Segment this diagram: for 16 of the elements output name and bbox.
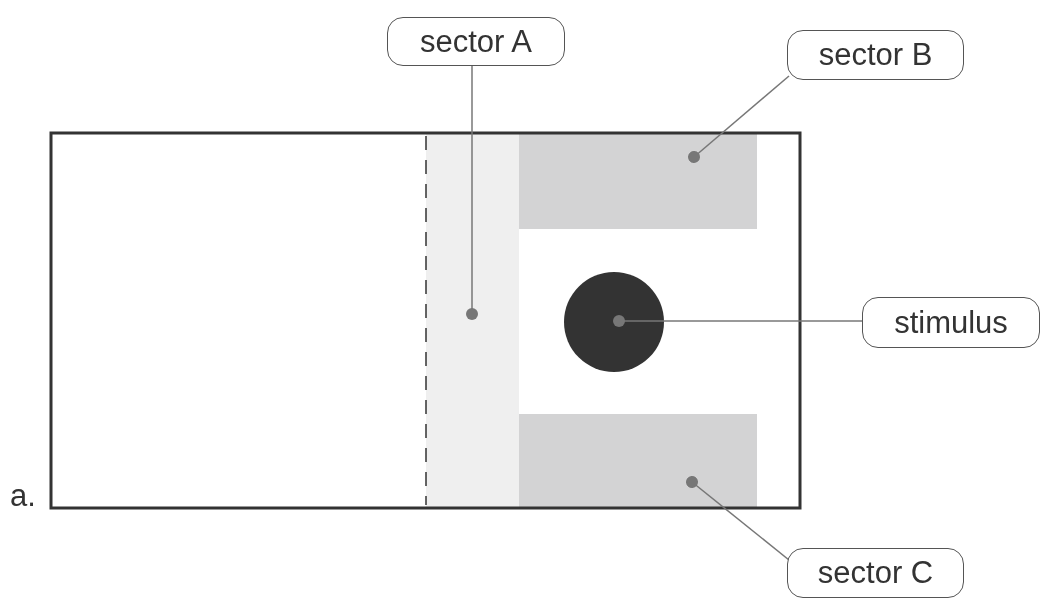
sector-region (426, 133, 519, 508)
leader-line (686, 476, 790, 561)
callout-box (787, 548, 964, 598)
sector-region (519, 414, 757, 508)
leader-line (613, 315, 863, 327)
callout-label: sector A (420, 23, 532, 60)
callout-box (787, 30, 964, 80)
callout-label: stimulus (894, 304, 1008, 341)
sector-region (519, 133, 757, 229)
callout-label: sector C (817, 555, 934, 591)
callout-label: sector B (818, 37, 933, 73)
leader-line (466, 65, 478, 320)
callout-box (862, 297, 1040, 348)
callout-box (387, 17, 565, 66)
panel-letter: a. (10, 478, 36, 514)
leader-line (688, 75, 790, 163)
